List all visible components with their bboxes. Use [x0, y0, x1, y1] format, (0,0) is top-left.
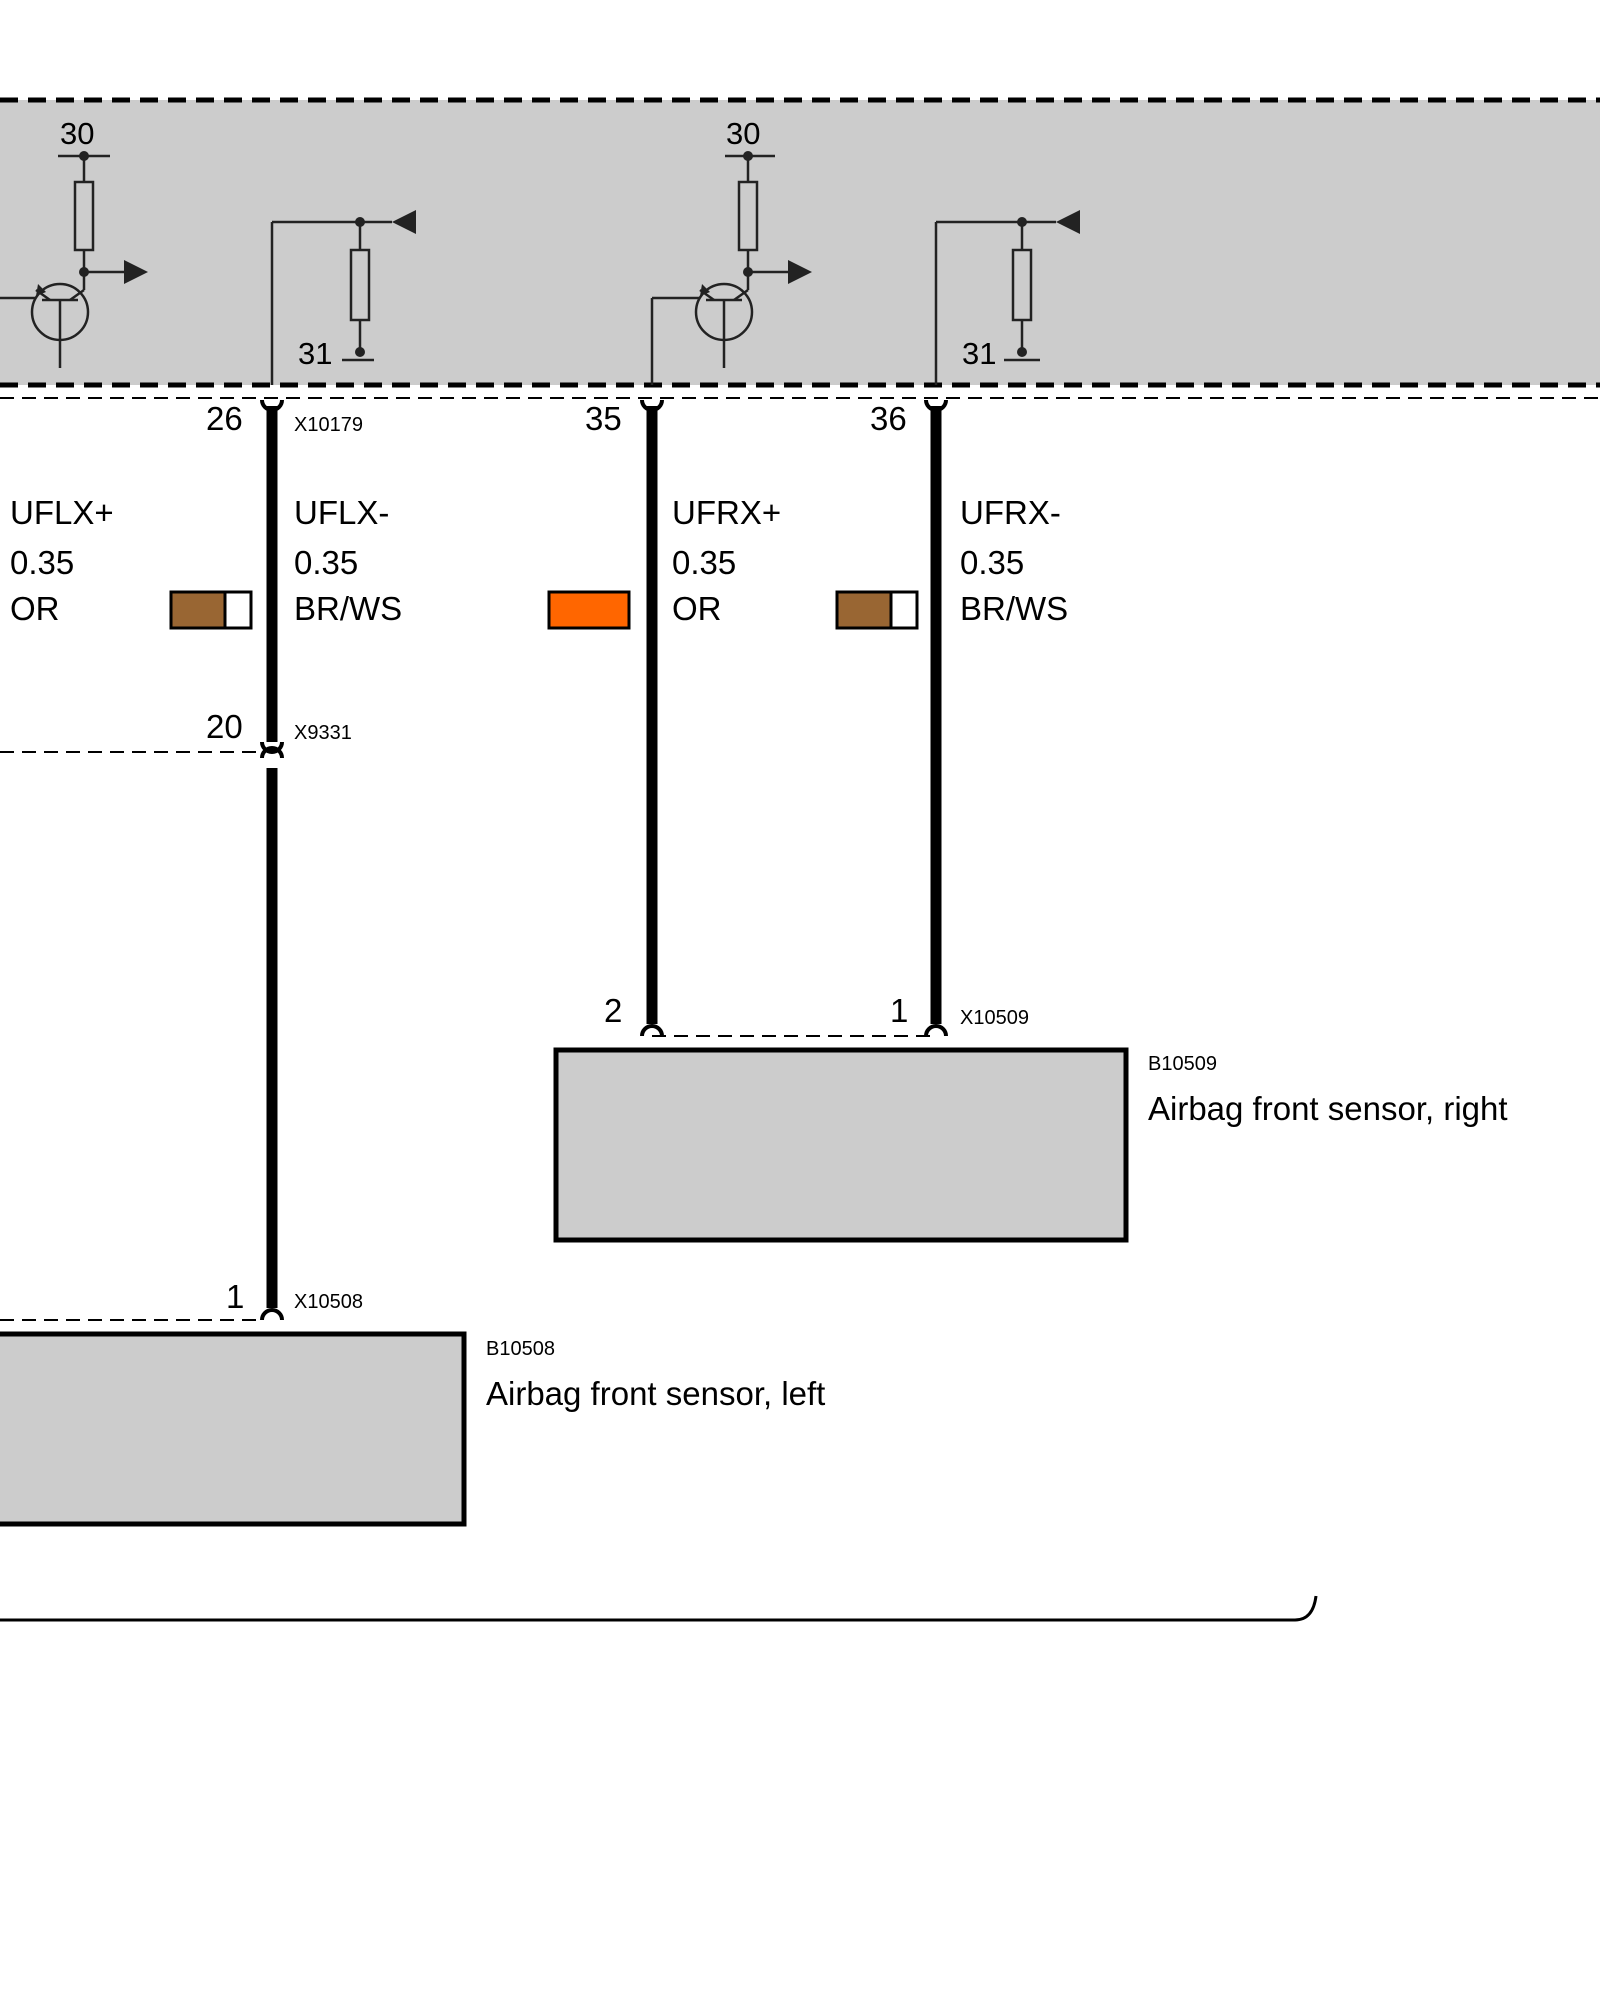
wire-2-signal: UFLX- — [294, 494, 389, 531]
wire-4-signal: UFRX- — [960, 494, 1061, 531]
emitter-arrow-right — [700, 284, 710, 296]
right-sensor-name: Airbag front sensor, right — [1148, 1090, 1508, 1127]
wire-3-color: OR — [672, 590, 722, 627]
reference-arrow-right — [1056, 210, 1080, 234]
supply-label-left: 30 — [60, 116, 94, 151]
connector-x9331-label: X9331 — [294, 722, 352, 744]
wire-1-signal: UFLX+ — [10, 494, 114, 531]
pin-35: 35 — [585, 400, 622, 437]
output-arrow-right — [788, 260, 812, 284]
wire-3-signal: UFRX+ — [672, 494, 781, 531]
wires — [266, 406, 942, 1308]
swatch-brown-white-2 — [835, 590, 919, 630]
wire-4-size: 0.35 — [960, 544, 1024, 581]
swatch-brown-white-1 — [169, 590, 253, 630]
wire-2-size: 0.35 — [294, 544, 358, 581]
swatch-orange — [547, 590, 631, 630]
wire-1-size: 0.35 — [10, 544, 74, 581]
pin-left-1: 1 — [226, 1278, 244, 1315]
control-unit-module — [0, 97, 1600, 388]
supply-label-right: 30 — [726, 116, 760, 151]
connector-x10179-label: X10179 — [294, 414, 363, 436]
reference-arrow-left — [392, 210, 416, 234]
ground-label-left: 31 — [298, 336, 332, 371]
wire-3-size: 0.35 — [672, 544, 736, 581]
pin-20: 20 — [206, 708, 243, 745]
emitter-arrow-left — [36, 284, 46, 296]
output-node-left — [79, 267, 89, 277]
supply-node-left — [79, 151, 89, 161]
pin-right-1: 1 — [890, 992, 908, 1029]
wire-4-color: BR/WS — [960, 590, 1068, 627]
pin-arcs — [260, 399, 948, 1321]
ground-label-right: 31 — [962, 336, 996, 371]
wire-2-color: BR/WS — [294, 590, 402, 627]
pin-26: 26 — [206, 400, 243, 437]
right-sensor-box — [553, 1047, 1129, 1243]
output-arrow-left — [124, 260, 148, 284]
left-sensor-name: Airbag front sensor, left — [486, 1375, 825, 1412]
right-reference-circuit — [934, 220, 1056, 385]
wire-1-color: OR — [10, 590, 60, 627]
pin-36: 36 — [870, 400, 907, 437]
right-sensor-id: B10509 — [1148, 1053, 1217, 1075]
module-background — [0, 100, 1600, 385]
connector-x10508-label: X10508 — [294, 1291, 363, 1313]
group-bracket — [0, 1595, 1318, 1622]
left-sensor-id: B10508 — [486, 1338, 555, 1360]
left-sensor-box — [0, 1331, 467, 1527]
pin-right-2: 2 — [604, 992, 622, 1029]
connector-x10509-label: X10509 — [960, 1007, 1029, 1029]
